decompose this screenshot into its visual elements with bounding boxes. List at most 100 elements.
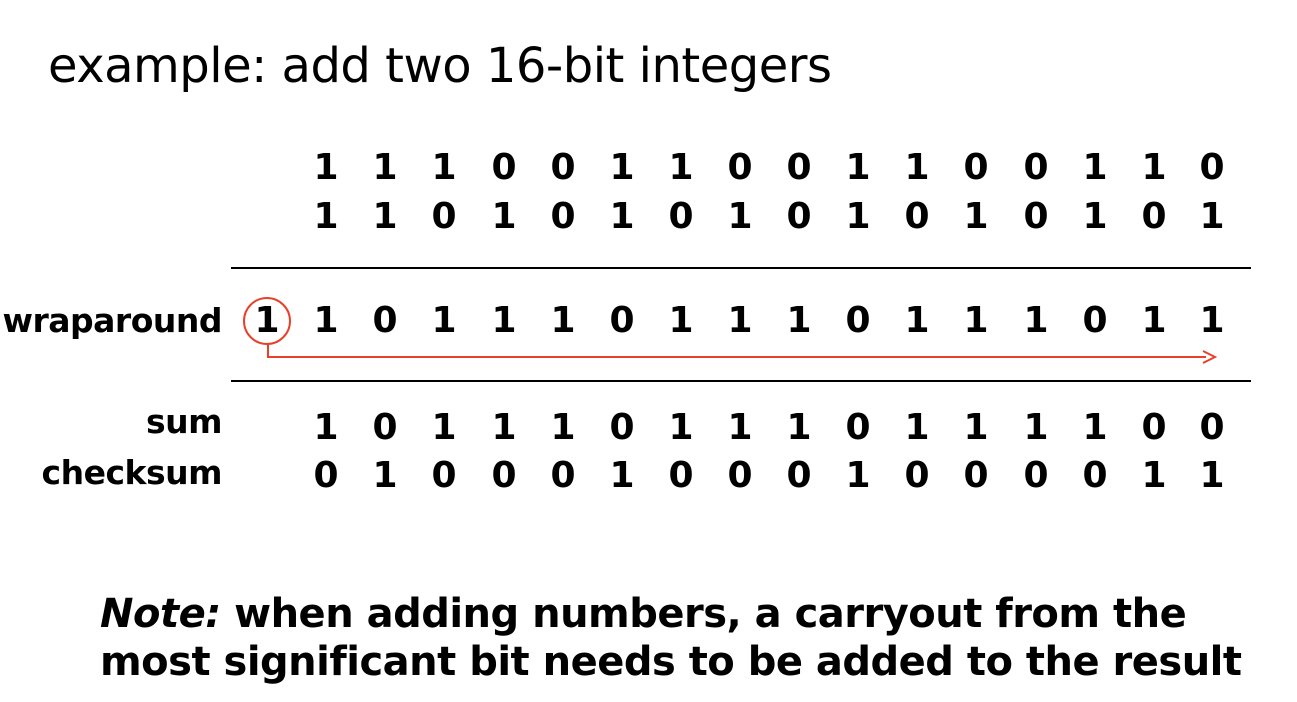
wraparound-arrowhead [1202, 350, 1218, 364]
note-line-1: Note: when adding numbers, a carryout fr… [100, 590, 1280, 638]
sum-bit-10: 0 [845, 407, 871, 448]
b-bit-11: 0 [904, 196, 930, 237]
a-bit-14: 1 [1082, 147, 1108, 188]
checksum-bit-2: 1 [372, 455, 398, 496]
b-bit-5: 0 [550, 196, 576, 237]
wraparound-bit-11: 1 [904, 300, 930, 341]
b-bit-7: 0 [668, 196, 694, 237]
a-bit-4: 0 [491, 147, 517, 188]
b-bit-2: 1 [372, 196, 398, 237]
sum-bit-1: 1 [313, 407, 339, 448]
wraparound-arrow [267, 344, 1206, 358]
wraparound-bit-4: 1 [491, 300, 517, 341]
checksum-bit-8: 0 [727, 455, 753, 496]
wraparound-bit-8: 1 [727, 300, 753, 341]
sum-bit-8: 1 [727, 407, 753, 448]
b-bit-8: 1 [727, 196, 753, 237]
wraparound-bit-6: 0 [609, 300, 635, 341]
note-text: Note: when adding numbers, a carryout fr… [100, 590, 1280, 686]
a-bit-11: 1 [904, 147, 930, 188]
sum-bit-9: 1 [786, 407, 812, 448]
checksum-bit-9: 0 [786, 455, 812, 496]
a-bit-13: 0 [1023, 147, 1049, 188]
a-bit-2: 1 [372, 147, 398, 188]
b-bit-4: 1 [491, 196, 517, 237]
wraparound-bit-1: 1 [313, 300, 339, 341]
checksum-bit-15: 1 [1141, 455, 1167, 496]
checksum-bit-16: 1 [1199, 455, 1225, 496]
note-line-2: most significant bit needs to be added t… [100, 639, 1242, 685]
sum-label: sum [145, 402, 223, 441]
checksum-bit-14: 0 [1082, 455, 1108, 496]
b-bit-16: 1 [1199, 196, 1225, 237]
checksum-bit-4: 0 [491, 455, 517, 496]
b-bit-10: 1 [845, 196, 871, 237]
wraparound-bit-3: 1 [431, 300, 457, 341]
sum-bit-3: 1 [431, 407, 457, 448]
wraparound-bit-10: 0 [845, 300, 871, 341]
a-bit-5: 0 [550, 147, 576, 188]
checksum-bit-12: 0 [963, 455, 989, 496]
sum-bit-15: 0 [1141, 407, 1167, 448]
checksum-label: checksum [41, 453, 223, 492]
b-bit-1: 1 [313, 196, 339, 237]
b-bit-6: 1 [609, 196, 635, 237]
carry-circle [243, 297, 291, 345]
note-lead: Note: [100, 591, 221, 637]
sum-bit-13: 1 [1023, 407, 1049, 448]
a-bit-15: 1 [1141, 147, 1167, 188]
checksum-bit-7: 0 [668, 455, 694, 496]
a-bit-10: 1 [845, 147, 871, 188]
a-bit-9: 0 [786, 147, 812, 188]
wraparound-bit-13: 1 [1023, 300, 1049, 341]
sum-bit-6: 0 [609, 407, 635, 448]
a-bit-12: 0 [963, 147, 989, 188]
bottom-divider [231, 380, 1251, 382]
checksum-bit-10: 1 [845, 455, 871, 496]
a-bit-6: 1 [609, 147, 635, 188]
wraparound-bit-7: 1 [668, 300, 694, 341]
wraparound-bit-5: 1 [550, 300, 576, 341]
wraparound-bit-9: 1 [786, 300, 812, 341]
checksum-bit-1: 0 [313, 455, 339, 496]
checksum-bit-13: 0 [1023, 455, 1049, 496]
sum-bit-16: 0 [1199, 407, 1225, 448]
sum-bit-5: 1 [550, 407, 576, 448]
note-line-1-rest: when adding numbers, a carryout from the [220, 591, 1187, 637]
checksum-bit-6: 1 [609, 455, 635, 496]
a-bit-7: 1 [668, 147, 694, 188]
sum-bit-12: 1 [963, 407, 989, 448]
b-bit-15: 0 [1141, 196, 1167, 237]
b-bit-12: 1 [963, 196, 989, 237]
sum-bit-11: 1 [904, 407, 930, 448]
a-bit-8: 0 [727, 147, 753, 188]
wraparound-bit-14: 0 [1082, 300, 1108, 341]
slide-title: example: add two 16-bit integers [48, 38, 832, 94]
wraparound-bit-2: 0 [372, 300, 398, 341]
top-divider [231, 267, 1251, 269]
wraparound-label: wraparound [2, 301, 223, 340]
wraparound-bit-15: 1 [1141, 300, 1167, 341]
b-bit-13: 0 [1023, 196, 1049, 237]
checksum-bit-3: 0 [431, 455, 457, 496]
carry-bit: 1 [254, 300, 280, 341]
b-bit-14: 1 [1082, 196, 1108, 237]
wraparound-bit-16: 1 [1199, 300, 1225, 341]
wraparound-bit-12: 1 [963, 300, 989, 341]
a-bit-16: 0 [1199, 147, 1225, 188]
sum-bit-14: 1 [1082, 407, 1108, 448]
checksum-bit-5: 0 [550, 455, 576, 496]
b-bit-9: 0 [786, 196, 812, 237]
b-bit-3: 0 [431, 196, 457, 237]
sum-bit-4: 1 [491, 407, 517, 448]
sum-bit-2: 0 [372, 407, 398, 448]
a-bit-3: 1 [431, 147, 457, 188]
checksum-bit-11: 0 [904, 455, 930, 496]
sum-bit-7: 1 [668, 407, 694, 448]
